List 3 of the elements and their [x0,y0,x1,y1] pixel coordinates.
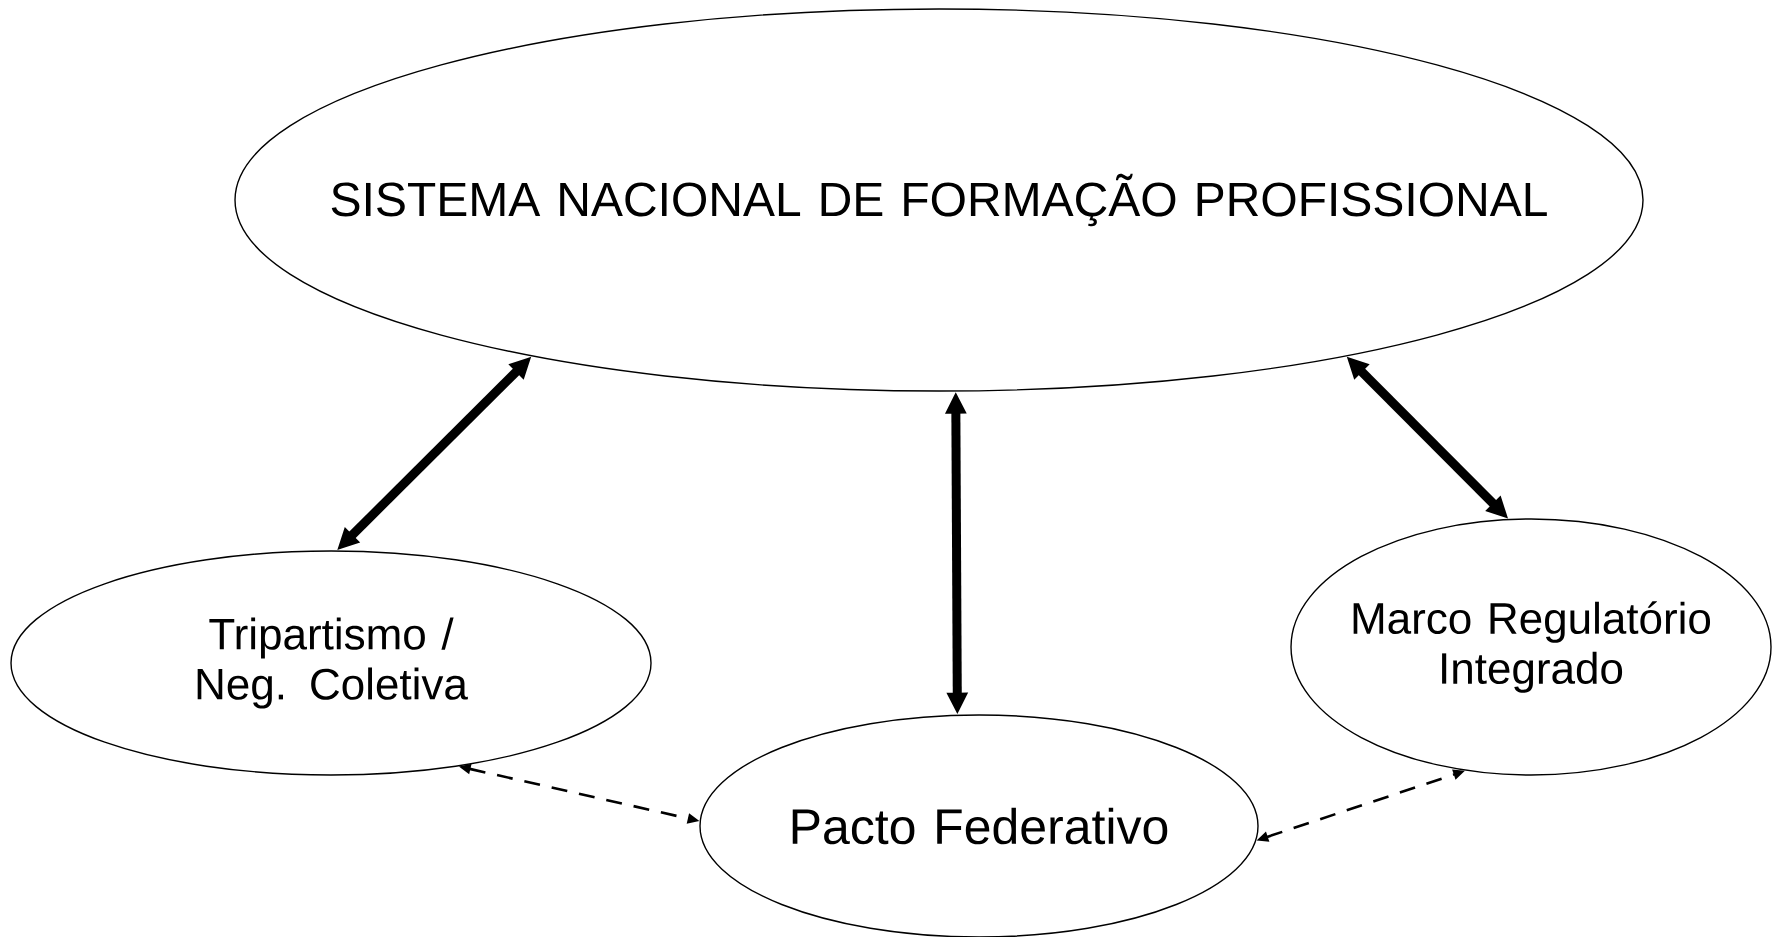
ellipse-node: Marco Regulatório Integrado [1290,518,1772,776]
ellipse-node: Tripartismo / Neg. Coletiva [10,550,652,776]
ellipse-node: SISTEMA NACIONAL DE FORMAÇÃO PROFISSIONAL [234,8,1644,392]
